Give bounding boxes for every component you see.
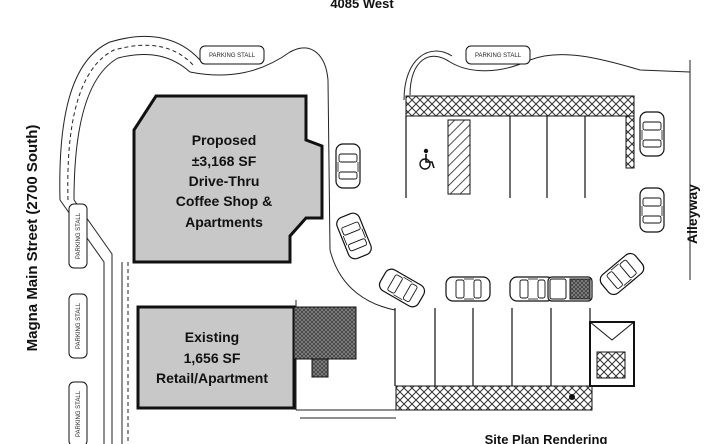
- parking-stalls-bottom: [394, 308, 591, 386]
- top-street-label: 4085 West: [330, 0, 394, 11]
- landscape-strip-top: [405, 95, 635, 117]
- parking-stall-left-2: PARKING STALL: [68, 293, 88, 359]
- proposed-line-5: Apartments: [185, 214, 263, 230]
- parking-stall-label: PARKING STALL: [475, 53, 522, 59]
- existing-stairs: [311, 358, 329, 378]
- accessible-aisle: [447, 119, 471, 195]
- utility-marker: [569, 394, 575, 400]
- existing-building: [136, 305, 296, 410]
- parking-stall-label: PARKING STALL: [76, 212, 82, 259]
- car-icon: [376, 266, 428, 310]
- parking-stall-label: PARKING STALL: [76, 390, 82, 437]
- right-street-label: Alleyway: [684, 184, 700, 244]
- existing-line-1: Existing: [185, 329, 239, 345]
- proposed-line-3: Drive-Thru: [189, 173, 260, 189]
- left-street-label: Magna Main Street (2700 South): [24, 125, 41, 352]
- existing-line-2: 1,656 SF: [184, 350, 241, 366]
- landscape-strip-right: [625, 115, 635, 169]
- proposed-line-2: ±3,168 SF: [192, 153, 257, 169]
- caption: Site Plan Rendering: [485, 432, 608, 444]
- proposed-line-4: Coffee Shop &: [176, 193, 272, 209]
- accessible-parking-icon: [419, 148, 435, 170]
- car-icon: [334, 210, 374, 262]
- existing-roof-section: [293, 306, 357, 360]
- existing-building-label: Existing 1,656 SF Retail/Apartment: [156, 329, 268, 386]
- dumpster-icon: [589, 321, 635, 387]
- proposed-building-label: Proposed ±3,168 SF Drive-Thru Coffee Sho…: [176, 132, 272, 230]
- parking-stall-top-left: PARKING STALL: [199, 45, 265, 65]
- proposed-line-1: Proposed: [192, 132, 257, 148]
- parking-stall-left-1: PARKING STALL: [68, 203, 88, 269]
- truck-icon: [547, 276, 593, 302]
- existing-line-3: Retail/Apartment: [156, 370, 268, 386]
- parking-stall-left-3: PARKING STALL: [68, 381, 88, 444]
- car-icon: [596, 250, 648, 298]
- car-icon: [335, 143, 361, 189]
- parking-stall-top-right: PARKING STALL: [465, 45, 531, 65]
- proposed-building: [132, 94, 324, 264]
- car-icon: [639, 111, 665, 157]
- landscape-strip-bottom: [395, 385, 593, 411]
- car-icon: [445, 276, 491, 302]
- parking-stall-label: PARKING STALL: [76, 302, 82, 349]
- car-icon: [639, 187, 665, 233]
- parking-stall-label: PARKING STALL: [209, 53, 256, 59]
- main-street-curb: [59, 36, 331, 444]
- parking-stalls-top: [405, 116, 586, 198]
